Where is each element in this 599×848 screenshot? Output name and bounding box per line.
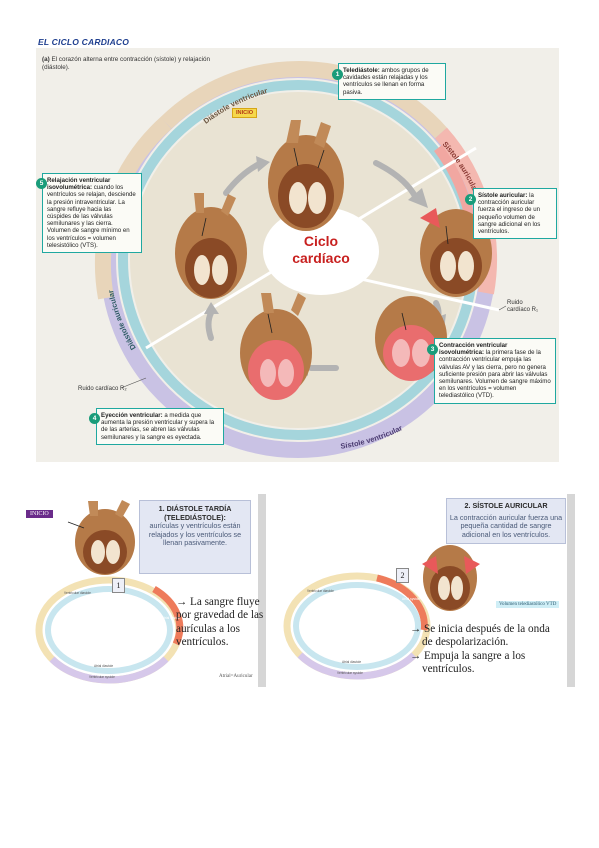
heart-illustration-1 <box>67 500 135 575</box>
vtd-tag: Volumen telediastólico VTD <box>496 601 560 608</box>
step-5-box: Relajación ventricular isovolumétrica: c… <box>42 173 142 254</box>
panel-sistole-auricular: Ventricular diastole Atrial systole Atri… <box>280 494 575 687</box>
cycle-ring-2: Ventricular diastole Atrial systole Atri… <box>283 572 431 680</box>
inicio-tag-small: INICIO <box>26 510 53 518</box>
center-oval <box>263 207 379 295</box>
svg-text:Atrial systole: Atrial systole <box>402 597 420 601</box>
page-title: EL CICLO CARDIACO <box>38 37 130 47</box>
step-badge-2: 2 <box>396 568 409 583</box>
panel-telediastole: INICIO 1. DIÁSTOLE TARDÍA (TELEDIÁSTOLE)… <box>26 494 266 687</box>
ventricular-diastole-ring <box>160 60 447 139</box>
center-title: Ciclo cardíaco <box>292 233 350 266</box>
cardiac-cycle-figure: Diástole ventricular Sístole auricular D… <box>36 48 559 462</box>
step-4-badge: 4 <box>89 413 100 424</box>
cycle-ring-1: Ventricular diastole Atrial systole Atri… <box>35 576 184 684</box>
telediastole-info-box: 1. DIÁSTOLE TARDÍA (TELEDIÁSTOLE): auríc… <box>139 500 251 574</box>
step-2-box: Sístole auricular: la contracción auricu… <box>473 188 557 240</box>
svg-text:Ventricular systole: Ventricular systole <box>89 675 115 679</box>
heart-illustration-2 <box>422 545 480 611</box>
step-1-badge: 1 <box>332 69 343 80</box>
sistole-auricular-info-box: 2. SÍSTOLE AURICULAR La contracción auri… <box>446 498 566 544</box>
heart-3 <box>375 296 447 381</box>
svg-text:Atrial diastole: Atrial diastole <box>342 660 361 664</box>
ruido-r2-label: Ruido cardíaco R₂ <box>78 386 127 392</box>
step-5-badge: 5 <box>36 178 47 189</box>
cycle-diagram: Diástole ventricular Sístole auricular D… <box>94 60 507 458</box>
inicio-tag: INICIO <box>232 108 258 118</box>
figure-caption: (a) El corazón alterna entre contracción… <box>42 56 211 71</box>
svg-text:Atrial diastole: Atrial diastole <box>94 664 113 668</box>
step-1-box: Telediástole: ambos grupos de cavidades … <box>338 63 446 100</box>
step-4-box: Eyección ventricular: a medida que aumen… <box>96 408 224 445</box>
panel1-text: → La sangre fluye por gravedad de las au… <box>176 596 264 649</box>
heart-4 <box>240 293 312 400</box>
step-2-badge: 2 <box>465 194 476 205</box>
svg-text:Atrial systole: Atrial systole <box>162 616 180 620</box>
panel2-text: → Se inicia después de la onda de despol… <box>410 623 550 676</box>
svg-text:Ventricular diastole: Ventricular diastole <box>307 589 334 593</box>
svg-text:Ventricular systole: Ventricular systole <box>337 671 363 675</box>
ruido-r1-label: Ruido cardíaco R₁ <box>507 300 539 313</box>
heart-1 <box>268 120 344 231</box>
atrial-footnote: Atrial=Auricular <box>219 674 253 679</box>
svg-text:Ventricular diastole: Ventricular diastole <box>64 591 91 595</box>
heart-5 <box>175 193 247 299</box>
step-3-badge: 3 <box>427 344 438 355</box>
step-3-box: Contracción ventricular isovolumétrica: … <box>434 338 556 404</box>
step-badge-1: 1 <box>112 578 125 593</box>
